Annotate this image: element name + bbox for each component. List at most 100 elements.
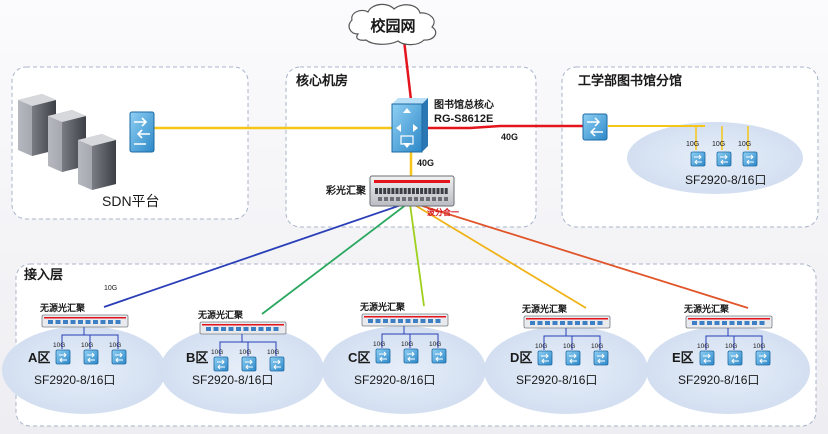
wdm-label: 波分合一 [427,207,459,217]
zone-ellipse [484,326,648,414]
sdn-region-title: SDN平台 [102,193,160,209]
passive-label: 无源光汇聚 [359,301,406,312]
zone-model: SF2920-8/16口 [354,373,435,387]
access-switch-icon [537,350,553,366]
passive-device-icon [361,313,449,327]
zone-link-speed: 10G [753,343,765,350]
branch-region-title: 工学部图书馆分馆 [578,73,682,88]
zone-name: A区 [28,350,50,365]
passive-label: 无源光汇聚 [39,302,86,313]
zone-ellipse [646,326,810,414]
core-branch-speed: 40G [501,132,518,142]
cloud-label: 校园网 [370,17,415,35]
server-icon [78,134,116,190]
access-switch-icon [213,356,229,372]
passive-label: 无源光汇聚 [683,303,730,314]
branch-site-ellipse [627,122,803,194]
access-switch-icon [690,151,706,167]
zone-ellipse [2,326,166,414]
passive-label: 无源光汇聚 [521,303,568,314]
access-region-title: 接入层 [24,267,63,282]
branch-switch [582,113,608,141]
fiber-line [415,203,749,309]
zone-link-speed: 10G [239,349,251,356]
passive-label: 无源光汇聚 [197,309,244,320]
access-switch-icon [403,348,419,364]
branch-site-model: SF2920-8/16口 [685,173,766,187]
passive-device-icon [41,314,129,328]
access-switch-icon [55,349,71,365]
core-region-title: 核心机房 [296,73,348,88]
zone-link-speed: 10G [725,343,737,350]
zone-model: SF2920-8/16口 [516,373,597,387]
access-switch-icon [727,350,743,366]
access-switch-icon [755,350,771,366]
zone-name: B区 [186,350,208,365]
zone-link-speed: 10G [591,343,603,350]
fiber-line [409,203,425,307]
zone-link-speed: 10G [211,349,223,356]
zone-link-speed: 10G [373,341,385,348]
agg-to-a-speed: 10G [104,285,117,292]
zone-ellipse [322,326,486,414]
zone-model: SF2920-8/16口 [678,373,759,387]
zone-link-speed: 10G [563,343,575,350]
zone-link-speed: 10G [81,342,93,349]
access-switch-icon [565,350,581,366]
zone-model: SF2920-8/16口 [192,373,273,387]
passive-device-icon [685,315,773,329]
access-switch-icon [241,356,257,372]
branch-link-speed: 10G [712,141,725,148]
sdn-switch [129,111,155,153]
zone-link-speed: 10G [267,349,279,356]
core-agg-speed: 40G [417,158,434,168]
branch-drops [695,126,749,150]
zone-link-speed: 10G [53,342,65,349]
core-switch-model: RG-S8612E [434,113,493,125]
sdn-servers [18,94,116,190]
zone-link-speed: 10G [697,343,709,350]
aggregation-name: 彩光汇聚 [325,184,367,197]
access-switch-icon [699,350,715,366]
campus-cloud: 校园网 [348,3,437,46]
access-switch-icon [375,348,391,364]
access-switch-icon [742,151,758,167]
access-switch-icon [431,348,447,364]
access-switch-icon [269,356,285,372]
wdm-aggregation-device [369,175,455,207]
switch-icon [582,113,608,141]
access-switch-icon [83,349,99,365]
access-switch-icon [593,350,609,366]
core-switch [391,98,428,153]
fiber-line [412,203,587,309]
branch-site: SF2920-8/16口 10G 10G 10G [685,141,766,187]
branch-link-speed: 10G [738,141,751,148]
fiber-links [103,203,749,315]
core-branch-line [428,124,583,130]
zone-link-speed: 10G [109,342,121,349]
access-switch-icon [716,151,732,167]
zone-link-speed: 10G [535,343,547,350]
fiber-line [261,203,408,315]
passive-device-icon [199,321,287,335]
zone-name: D区 [510,350,532,365]
cloud-icon [348,3,437,46]
fiber-line [103,203,405,308]
zone-name: C区 [348,350,370,365]
campus-uplink [402,39,413,101]
zone-link-speed: 10G [401,341,413,348]
access-switch-icon [111,349,127,365]
zone-link-speed: 10G [429,341,441,348]
zone-name: E区 [672,350,694,365]
passive-device-icon [523,315,611,329]
branch-link-speed: 10G [686,141,699,148]
core-switch-name: 图书馆总核心 [434,98,494,111]
